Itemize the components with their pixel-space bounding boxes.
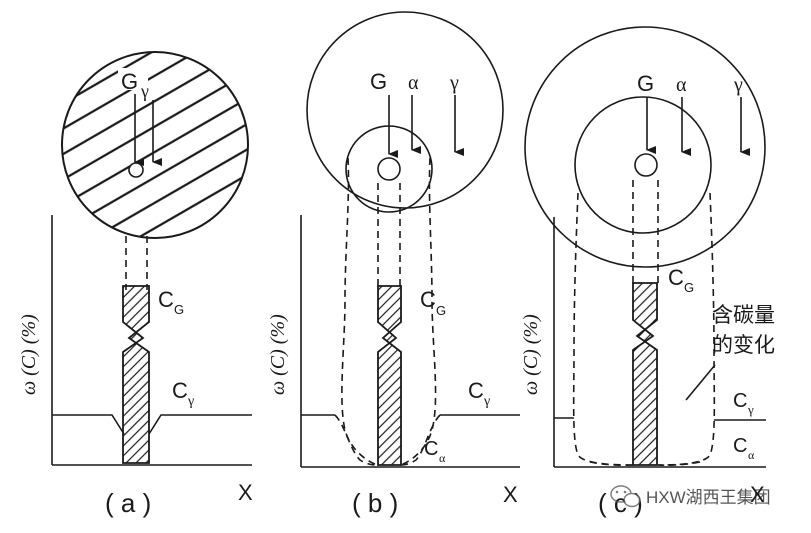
panel-b: G α γ ω (C) (%) X C G C γ C α ( b ) [267, 11, 520, 518]
label-cg: C [668, 265, 684, 290]
austenite-hatched-sphere [61, 51, 249, 239]
label-gamma: γ [449, 72, 459, 94]
label-cgamma: C [733, 390, 747, 412]
graphite-nucleus [128, 162, 144, 178]
watermark-text: HXW湖西王集团 [646, 488, 771, 507]
label-calpha: C [424, 438, 438, 460]
label-cg: C [420, 287, 436, 312]
label-cg-sub: G [684, 280, 694, 295]
label-g: G [370, 69, 387, 94]
graphite-nucleus [377, 157, 401, 181]
dashed-boundary-left [341, 157, 379, 466]
graphite-concentration-bar [122, 285, 150, 464]
austenite-shell [306, 11, 504, 209]
panel-caption: ( b ) [352, 488, 398, 518]
ferrite-shell [574, 96, 712, 234]
x-axis-label: X [503, 482, 518, 507]
label-calpha-sub: α [439, 451, 446, 465]
c-alpha-curve-right [399, 414, 441, 466]
label-g: G [121, 69, 138, 94]
label-calpha-sub: α [748, 448, 755, 462]
graphite-concentration-bar [632, 282, 658, 466]
c-gamma-curve-left [52, 414, 125, 435]
dashed-boundary-left [572, 192, 634, 466]
label-alpha: α [676, 74, 687, 96]
c-alpha-curve-left [334, 414, 379, 466]
label-gamma: γ [140, 81, 149, 101]
label-gamma: γ [733, 74, 743, 96]
label-calpha: C [733, 435, 747, 457]
label-backdrop [118, 68, 148, 90]
y-axis-label: ω (C) (%) [18, 314, 40, 395]
label-cgamma-sub: γ [747, 402, 754, 417]
annotation-carbon-change-line2: 的变化 [712, 333, 775, 357]
panel-caption: ( a ) [105, 488, 151, 518]
graphite-concentration-bar [377, 285, 402, 466]
label-cg-sub: G [436, 303, 446, 318]
watermark: HXW湖西王集团 [610, 485, 771, 508]
label-g: G [637, 71, 654, 96]
c-alpha-curve-right [657, 461, 701, 466]
graphite-nucleus [634, 153, 658, 177]
dashed-boundary-right [657, 192, 716, 466]
c-gamma-curve-right [148, 414, 252, 435]
label-alpha: α [408, 72, 419, 94]
wechat-icon [610, 485, 641, 508]
c-alpha-curve-left [589, 461, 634, 466]
annotation-leader-line [685, 364, 716, 401]
y-axis-label: ω (C) (%) [267, 314, 289, 395]
label-cgamma: C [172, 378, 188, 403]
label-cgamma-sub: γ [187, 394, 194, 409]
austenite-shell [524, 26, 766, 268]
x-axis-label: X [750, 482, 765, 507]
dashed-boundary-right [399, 157, 437, 466]
label-cgamma: C [468, 378, 484, 403]
panel-a: G γ ω (C) (%) X C G C γ ( a ) [18, 51, 253, 518]
y-axis-label: ω (C) (%) [520, 314, 542, 395]
panel-c: G α γ ω (C) (%) X C G 含碳量 的变化 C γ C α ( … [520, 26, 775, 518]
x-axis-label: X [238, 480, 253, 505]
label-cg-sub: G [174, 302, 184, 317]
annotation-carbon-change-line1: 含碳量 [712, 303, 775, 327]
label-cgamma-sub: γ [483, 394, 490, 409]
label-cg: C [158, 287, 174, 312]
